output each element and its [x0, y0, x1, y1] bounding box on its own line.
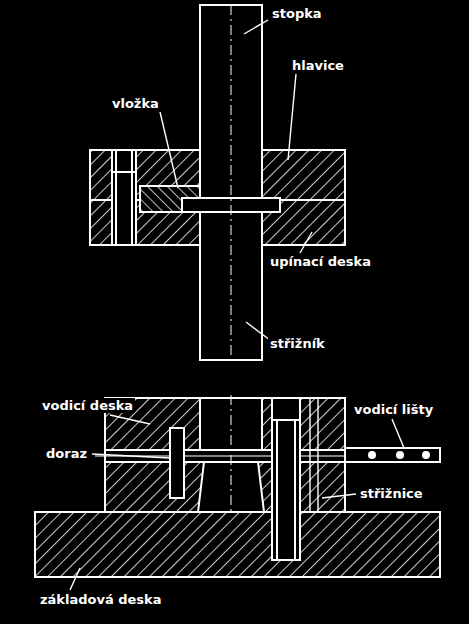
part-label: vodicí lišty [352, 402, 435, 417]
part-label: střižnice [358, 486, 425, 501]
part-label: stopka [270, 6, 324, 21]
part-label: vložka [110, 96, 161, 111]
part-label: vodicí deska [40, 398, 135, 413]
part-label: střižník [268, 336, 327, 351]
part-label: základová deska [38, 592, 164, 607]
part-label: doraz [44, 446, 89, 461]
part-label: upínací deska [268, 254, 373, 269]
part-label: hlavice [290, 58, 346, 73]
